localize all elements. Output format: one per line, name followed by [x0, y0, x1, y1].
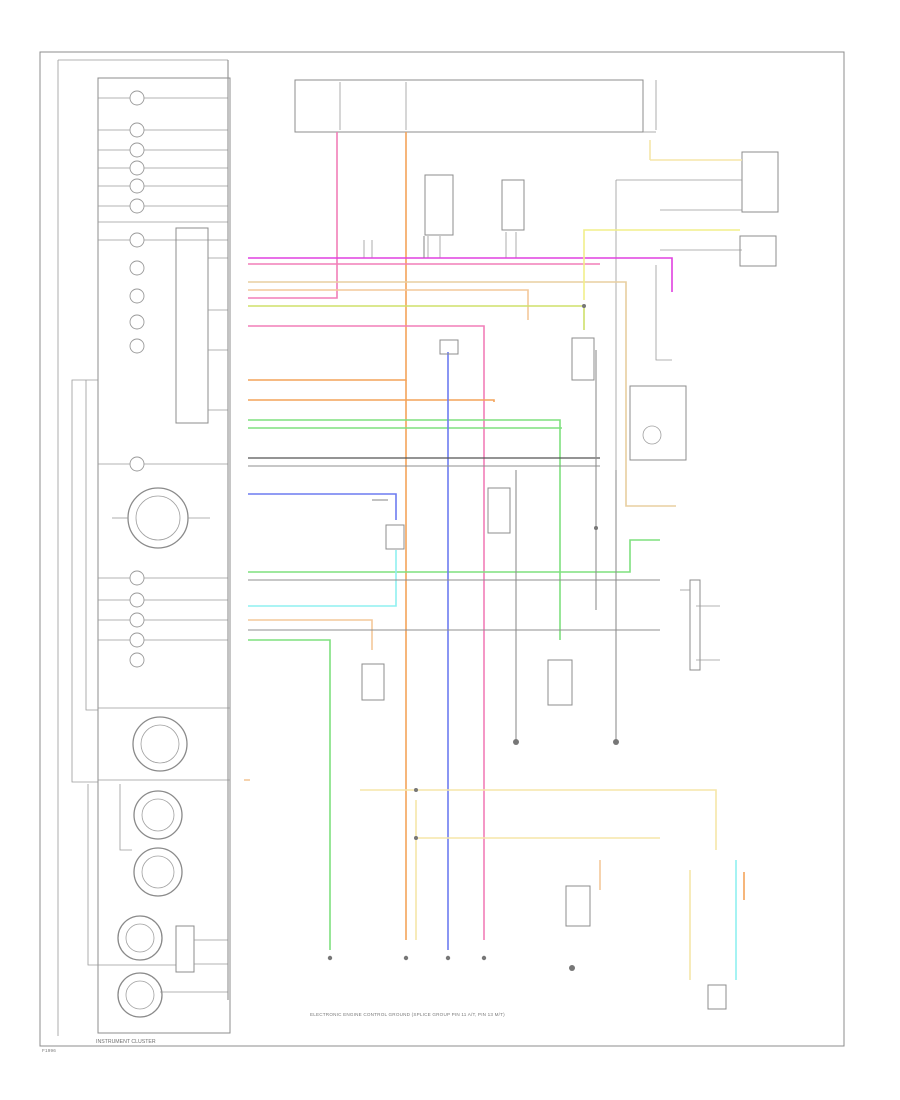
upper-sensors	[363, 174, 525, 258]
splice-box	[439, 339, 459, 355]
footer-code: F1996	[42, 1048, 56, 1053]
fuel-gauge	[112, 487, 210, 549]
temp-sender	[565, 885, 591, 927]
clutch-switch	[547, 659, 573, 706]
diagram-frame	[39, 51, 845, 1047]
park-brake-switch	[707, 984, 727, 1010]
oil-pressure-sender	[361, 663, 385, 701]
ground-points	[327, 304, 619, 971]
grey-wires	[248, 236, 660, 740]
instrument-cluster: INSTRUMENT CLUSTER	[57, 59, 231, 1045]
middle-components	[361, 337, 727, 1010]
speed-control-box	[385, 524, 405, 550]
indicator-lamps	[98, 97, 228, 641]
right-modules	[615, 151, 779, 671]
tachometer-gauge	[117, 972, 163, 1018]
speedometer-gauge	[117, 915, 163, 961]
oil-pressure-gauge	[133, 790, 183, 840]
brake-switch	[487, 487, 511, 534]
temperature-gauge	[132, 716, 188, 772]
top-junction-connector	[294, 79, 657, 133]
colored-wires	[244, 132, 745, 980]
cluster-module	[175, 227, 209, 424]
vehicle-speed-sensor	[571, 337, 595, 381]
lamp-bulbs	[129, 90, 145, 668]
ground-caption: ELECTRONIC ENGINE CONTROL GROUND (SPLICE…	[310, 1012, 505, 1017]
voltmeter-gauge	[133, 847, 183, 897]
cluster-label: INSTRUMENT CLUSTER	[96, 1039, 156, 1045]
